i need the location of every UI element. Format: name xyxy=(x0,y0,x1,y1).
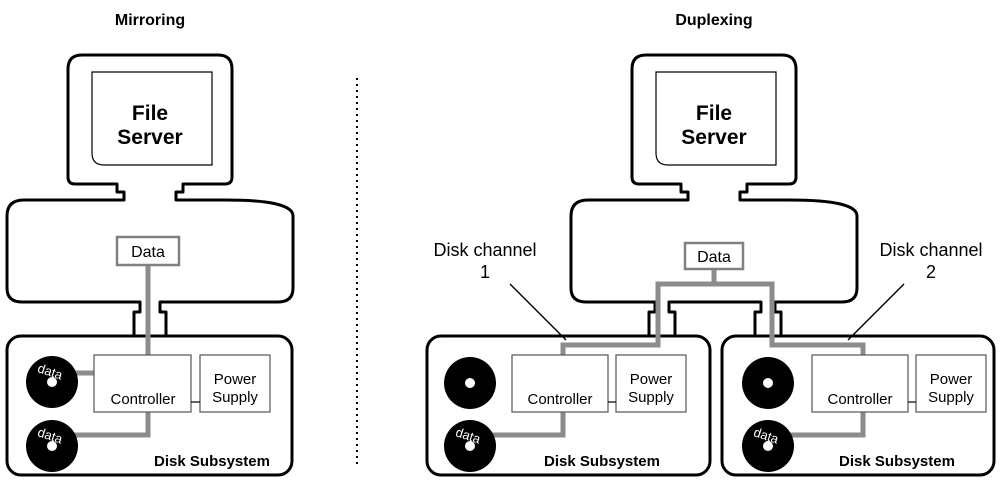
disk-channel-1-label-line1: Disk channel xyxy=(433,240,536,260)
duplexing-left-subsystem-label: Disk Subsystem xyxy=(544,453,660,470)
mirroring-power-label-line1: Power xyxy=(214,371,257,388)
duplexing-data-label: Data xyxy=(697,249,731,266)
duplexing-left-controller-label: Controller xyxy=(527,391,592,408)
duplexing-right-disk-1-hub xyxy=(763,378,773,388)
mirroring-controller-label: Controller xyxy=(110,391,175,408)
duplexing-left-disk-1-hub xyxy=(465,378,475,388)
duplexing-right-power-label-line2: Supply xyxy=(928,389,974,406)
disk-channel-2-leader xyxy=(847,283,905,341)
mirroring-power-label-line2: Supply xyxy=(212,389,258,406)
disk-channel-2-label-line2: 2 xyxy=(926,262,936,282)
mirroring-subsystem-label: Disk Subsystem xyxy=(154,453,270,470)
disk-channel-1-label-line2: 1 xyxy=(480,262,490,282)
duplexing-data-box xyxy=(683,241,745,271)
mirroring-data-box xyxy=(115,235,181,267)
duplexing-right-disk-2-hub xyxy=(763,441,773,451)
duplexing-channel1-wire-disk xyxy=(485,412,566,438)
duplexing-right-controller-box xyxy=(811,354,909,413)
mirroring-data-label: Data xyxy=(131,244,165,261)
mirroring-panel: Mirroring File Server Disk Subsystem Dat… xyxy=(5,12,295,477)
mirroring-server-label-line2: Server xyxy=(117,126,182,149)
mirroring-disk-1-hub xyxy=(47,377,57,387)
mirroring-power-supply-box xyxy=(199,354,271,413)
duplexing-panel: Duplexing File Server Disk Subsystem Dis… xyxy=(425,12,996,477)
duplexing-right-controller-label: Controller xyxy=(827,391,892,408)
duplexing-left-disk-2-hub xyxy=(465,441,475,451)
duplexing-channel1-wire-top xyxy=(560,264,717,350)
mirroring-server-label-line1: File xyxy=(132,102,168,125)
duplexing-title: Duplexing xyxy=(675,12,752,29)
duplexing-channel2-wire-disk xyxy=(783,412,866,438)
duplexing-left-power-supply-box xyxy=(615,354,687,413)
mirroring-data-wire xyxy=(65,264,151,438)
duplexing-server-label-line1: File xyxy=(696,102,732,125)
duplexing-channel2-wire-top xyxy=(714,281,866,350)
disk-channel-2-label-line1: Disk channel xyxy=(879,240,982,260)
duplexing-right-power-supply-box xyxy=(915,354,987,413)
disk-channel-1-leader xyxy=(509,283,567,341)
duplexing-server-screen xyxy=(655,71,777,166)
mirroring-controller-box xyxy=(93,354,192,413)
duplexing-left-power-label-line1: Power xyxy=(630,371,673,388)
mirroring-server-screen xyxy=(91,71,213,166)
duplexing-right-power-label-line1: Power xyxy=(930,371,973,388)
duplexing-right-subsystem-label: Disk Subsystem xyxy=(839,453,955,470)
mirroring-title: Mirroring xyxy=(115,12,185,29)
duplexing-file-server-shape xyxy=(569,53,859,339)
mirroring-disk-2-hub xyxy=(47,441,57,451)
duplexing-left-controller-box xyxy=(511,354,609,413)
duplexing-server-label-line2: Server xyxy=(681,126,746,149)
duplexing-left-power-label-line2: Supply xyxy=(628,389,674,406)
